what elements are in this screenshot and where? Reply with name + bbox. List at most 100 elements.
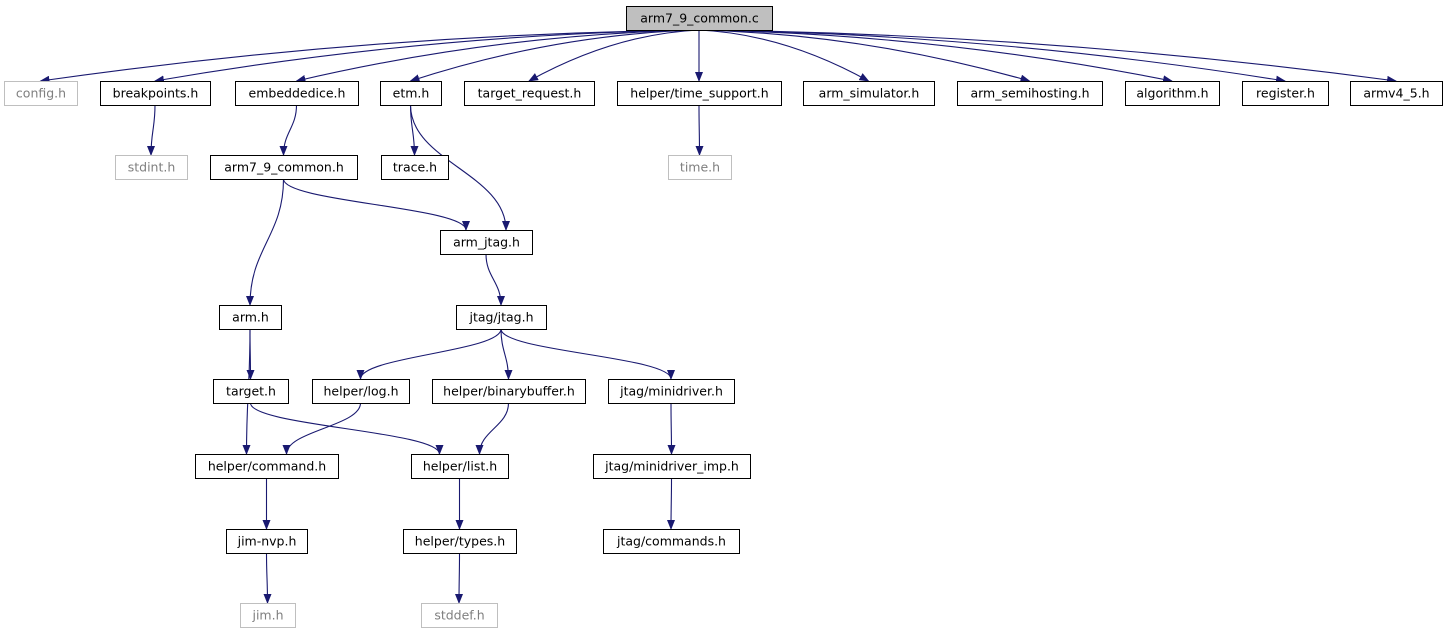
node-stdint: stdint.h: [115, 155, 188, 180]
edge-root-to-arm_semihosting: [698, 29, 1031, 83]
node-target[interactable]: target.h: [213, 379, 289, 404]
node-box-arm: [219, 305, 282, 330]
node-label-time: time.h: [680, 160, 720, 175]
node-box-minidriver_imp: [593, 454, 751, 479]
edge-jtag-to-minidriver: [500, 328, 675, 380]
node-target_request[interactable]: target_request.h: [464, 81, 595, 106]
node-label-algorithm: algorithm.h: [1136, 86, 1208, 101]
edge-root-to-embeddedice: [295, 29, 700, 83]
node-box-config: [4, 81, 78, 106]
node-label-arm_jtag: arm_jtag.h: [453, 235, 520, 250]
node-list[interactable]: helper/list.h: [411, 454, 509, 479]
node-register[interactable]: register.h: [1242, 81, 1329, 106]
node-label-binarybuffer: helper/binarybuffer.h: [443, 384, 575, 399]
node-label-arm: arm.h: [232, 310, 269, 325]
node-label-target: target.h: [226, 384, 276, 399]
node-stddef: stddef.h: [421, 603, 498, 628]
node-box-jim_nvp: [226, 529, 308, 554]
edge-etm-to-arm_jtag: [409, 104, 510, 231]
node-embeddedice[interactable]: embeddedice.h: [235, 81, 359, 106]
edge-root-to-register: [698, 29, 1286, 84]
node-label-register: register.h: [1256, 86, 1315, 101]
node-label-types: helper/types.h: [415, 534, 505, 549]
node-box-time_support: [617, 81, 782, 106]
edge-root-to-config: [39, 29, 700, 84]
edge-types-to-stddef: [455, 552, 464, 604]
node-box-root: [626, 6, 773, 31]
nodes: arm7_9_common.c config.h breakpoints.h embe…: [4, 6, 1443, 628]
node-arm_jtag[interactable]: arm_jtag.h: [440, 230, 533, 255]
edge-arm7_9_common_h-to-arm_jtag: [282, 178, 470, 231]
node-minidriver[interactable]: jtag/minidriver.h: [608, 379, 735, 404]
node-box-etm: [380, 81, 442, 106]
node-etm[interactable]: etm.h: [380, 81, 442, 106]
edge-time_support-to-time: [695, 104, 704, 156]
node-box-target: [213, 379, 289, 404]
node-armv4_5[interactable]: armv4_5.h: [1350, 81, 1443, 106]
node-label-jim: jim.h: [251, 608, 283, 623]
node-box-arm7_9_common_h: [210, 155, 358, 180]
edge-log-to-command: [282, 402, 362, 455]
node-box-types: [403, 529, 517, 554]
node-box-target_request: [464, 81, 595, 106]
edge-jtag-to-binarybuffer: [500, 328, 513, 380]
edge-jtag-to-log: [356, 328, 502, 380]
node-log[interactable]: helper/log.h: [312, 379, 410, 404]
node-box-arm_jtag: [440, 230, 533, 255]
node-jim: jim.h: [240, 603, 296, 628]
node-label-time_support: helper/time_support.h: [630, 86, 768, 101]
node-box-list: [411, 454, 509, 479]
node-arm_semihosting[interactable]: arm_semihosting.h: [957, 81, 1103, 106]
edge-arm_jtag-to-jtag: [485, 253, 505, 306]
node-breakpoints[interactable]: breakpoints.h: [100, 81, 211, 106]
edge-minidriver-to-minidriver_imp: [667, 402, 676, 455]
node-box-binarybuffer: [432, 379, 586, 404]
node-label-arm7_9_common_h: arm7_9_common.h: [224, 160, 344, 175]
node-label-jim_nvp: jim-nvp.h: [237, 534, 297, 549]
node-label-log: helper/log.h: [323, 384, 398, 399]
edge-minidriver_imp-to-commands: [667, 477, 676, 530]
edge-breakpoints-to-stdint: [147, 104, 156, 156]
node-time: time.h: [668, 155, 732, 180]
node-arm_simulator[interactable]: arm_simulator.h: [803, 81, 935, 106]
node-label-minidriver_imp: jtag/minidriver_imp.h: [604, 459, 739, 474]
node-root[interactable]: arm7_9_common.c: [626, 6, 773, 31]
node-box-minidriver: [608, 379, 735, 404]
edge-embeddedice-to-arm7_9_common_h: [279, 104, 298, 156]
node-commands[interactable]: jtag/commands.h: [603, 529, 740, 554]
node-box-jtag: [456, 305, 547, 330]
node-label-arm_simulator: arm_simulator.h: [819, 86, 920, 101]
edge-target-to-list: [249, 402, 444, 455]
edges: [39, 29, 1397, 604]
edge-binarybuffer-to-list: [475, 402, 510, 455]
node-label-breakpoints: breakpoints.h: [113, 86, 199, 101]
node-label-embeddedice: embeddedice.h: [249, 86, 346, 101]
node-label-arm_semihosting: arm_semihosting.h: [970, 86, 1089, 101]
node-box-algorithm: [1125, 81, 1220, 106]
node-trace[interactable]: trace.h: [381, 155, 449, 180]
node-label-root: arm7_9_common.c: [640, 11, 759, 26]
node-box-time: [668, 155, 732, 180]
node-command[interactable]: helper/command.h: [195, 454, 339, 479]
node-algorithm[interactable]: algorithm.h: [1125, 81, 1220, 106]
node-binarybuffer[interactable]: helper/binarybuffer.h: [432, 379, 586, 404]
node-box-arm_simulator: [803, 81, 935, 106]
node-config: config.h: [4, 81, 78, 106]
edge-root-to-etm: [409, 29, 700, 83]
node-label-minidriver: jtag/minidriver.h: [619, 384, 723, 399]
node-label-stddef: stddef.h: [434, 608, 484, 623]
node-jtag[interactable]: jtag/jtag.h: [456, 305, 547, 330]
node-jim_nvp[interactable]: jim-nvp.h: [226, 529, 308, 554]
node-box-commands: [603, 529, 740, 554]
node-time_support[interactable]: helper/time_support.h: [617, 81, 782, 106]
node-arm[interactable]: arm.h: [219, 305, 282, 330]
node-box-command: [195, 454, 339, 479]
edge-root-to-arm_simulator: [698, 29, 870, 82]
node-types[interactable]: helper/types.h: [403, 529, 517, 554]
node-box-stdint: [115, 155, 188, 180]
node-box-arm_semihosting: [957, 81, 1103, 106]
node-minidriver_imp[interactable]: jtag/minidriver_imp.h: [593, 454, 751, 479]
node-box-trace: [381, 155, 449, 180]
node-arm7_9_common_h[interactable]: arm7_9_common.h: [210, 155, 358, 180]
